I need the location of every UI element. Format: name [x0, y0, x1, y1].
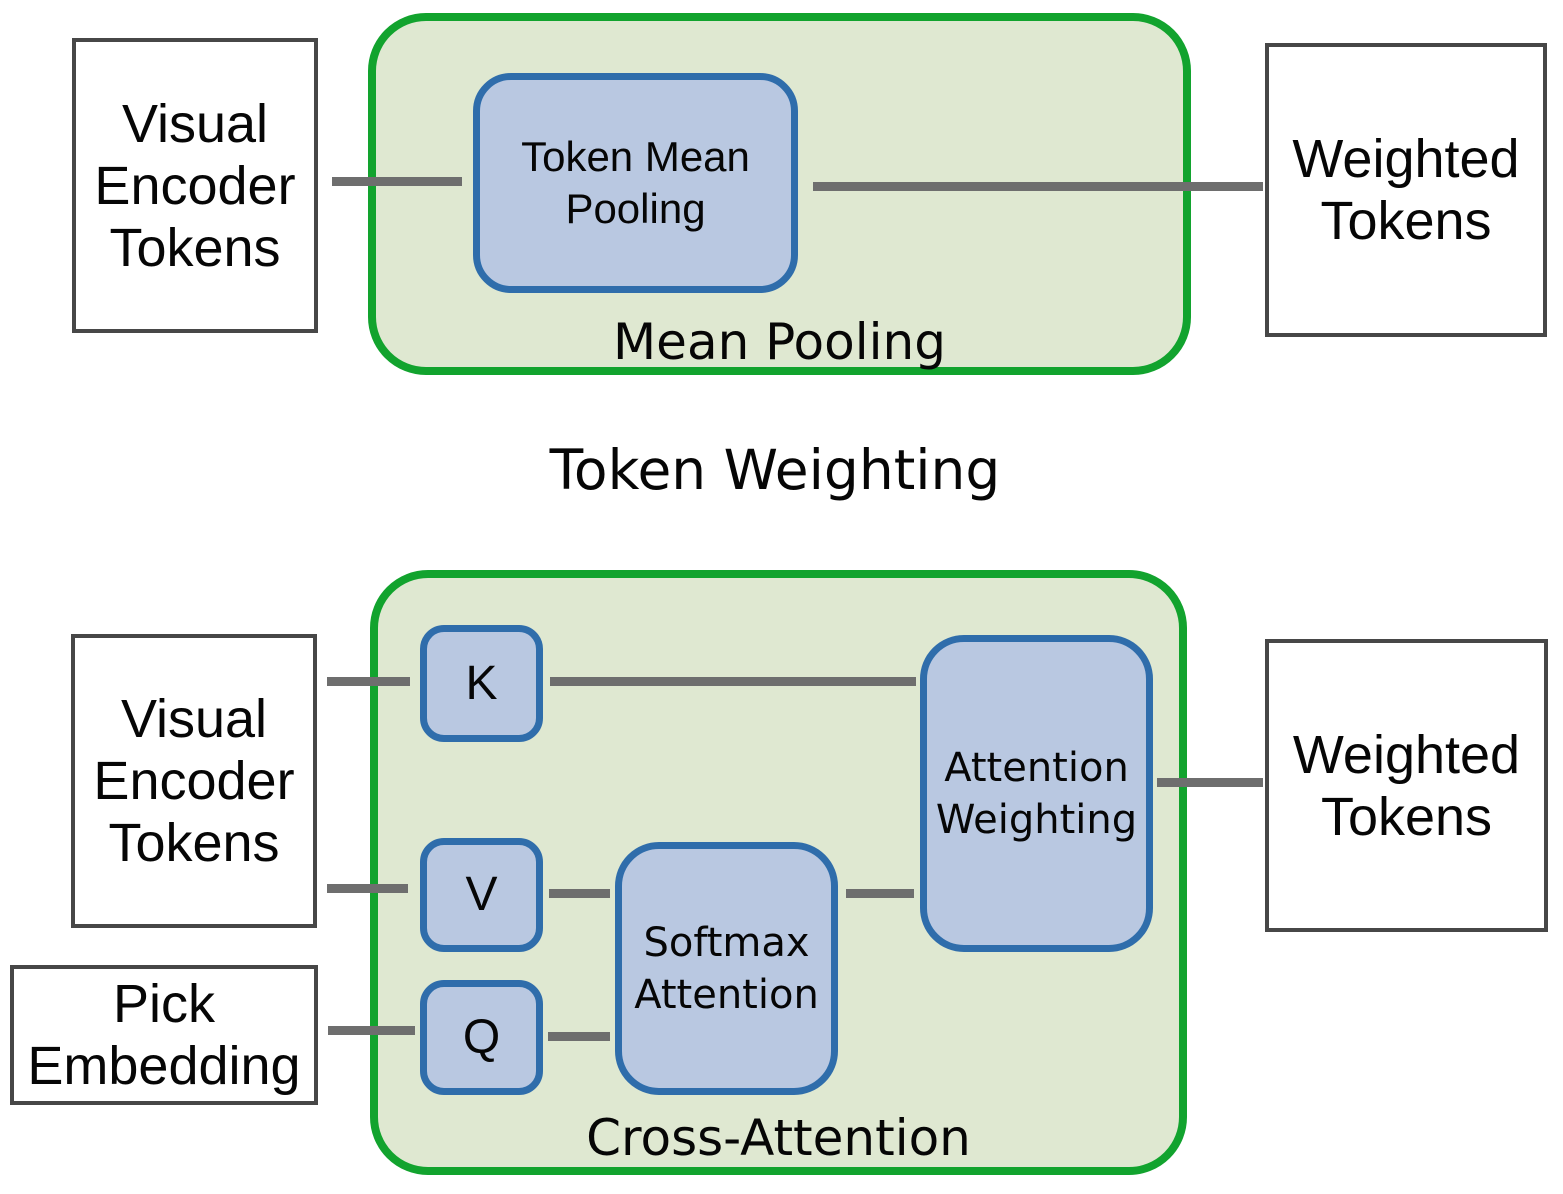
cross-attention-group-label: Cross-Attention: [586, 1109, 971, 1167]
pick-embedding-box: Pick Embedding: [10, 965, 318, 1105]
connector-pick-to-q: [328, 1026, 415, 1035]
connector-k-to-attention-weighting: [550, 677, 916, 686]
k-node: K: [420, 625, 543, 742]
connector-tokens-to-v: [327, 884, 408, 893]
mean-pooling-group-label: Mean Pooling: [613, 313, 946, 371]
weighted-tokens-top-box: Weighted Tokens: [1265, 43, 1547, 337]
attention-weighting-node: Attention Weighting: [920, 635, 1153, 952]
connector-input-to-token-mean-pooling: [332, 177, 462, 186]
weighted-tokens-bottom-box: Weighted Tokens: [1265, 639, 1548, 932]
connector-v-to-softmax: [549, 889, 610, 898]
connector-attention-weighting-to-weighted-tokens: [1157, 778, 1263, 787]
q-node: Q: [420, 980, 543, 1095]
visual-encoder-tokens-top-box: Visual Encoder Tokens: [72, 38, 318, 333]
connector-token-mean-pooling-to-weighted-tokens: [813, 182, 1263, 191]
connector-softmax-to-attention-weighting: [846, 889, 914, 898]
softmax-attention-node: Softmax Attention: [615, 842, 838, 1095]
connector-tokens-to-k: [327, 677, 410, 686]
token-weighting-title: Token Weighting: [549, 438, 1001, 502]
v-node: V: [420, 838, 543, 952]
visual-encoder-tokens-bottom-box: Visual Encoder Tokens: [71, 634, 317, 928]
token-mean-pooling-node: Token Mean Pooling: [473, 73, 798, 293]
connector-q-to-softmax: [548, 1032, 610, 1041]
